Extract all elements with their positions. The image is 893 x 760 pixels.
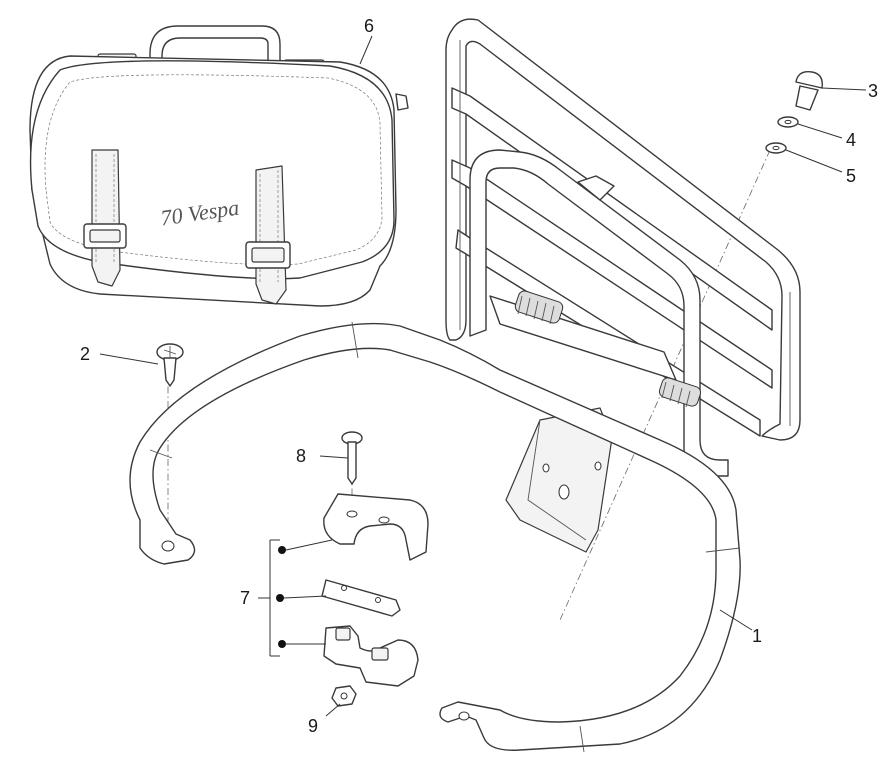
callout-2: 2: [80, 344, 159, 365]
callout-4: 4: [797, 123, 856, 150]
callout-9: 9: [308, 703, 341, 736]
svg-text:1: 1: [752, 626, 762, 646]
callout-5: 5: [785, 149, 856, 186]
callout-6: 6: [359, 16, 374, 65]
callout-7: 7: [240, 539, 333, 657]
rack-springs: [489, 290, 702, 408]
callout-3: 3: [821, 81, 878, 101]
rack-main-tube: [129, 321, 741, 753]
svg-text:9: 9: [308, 716, 318, 736]
svg-text:5: 5: [846, 166, 856, 186]
svg-text:6: 6: [364, 16, 374, 36]
svg-text:3: 3: [868, 81, 878, 101]
bolt-and-washers: [765, 71, 823, 154]
screw-8: [341, 431, 363, 485]
rear-rack: [129, 18, 801, 753]
screw-2: [156, 343, 184, 387]
svg-text:4: 4: [846, 130, 856, 150]
clamp-kit: [321, 493, 429, 707]
svg-text:8: 8: [296, 446, 306, 466]
svg-text:7: 7: [240, 588, 250, 608]
callout-1: 1: [719, 609, 762, 646]
svg-text:2: 2: [80, 344, 90, 364]
callout-8: 8: [296, 446, 349, 466]
rack-mounting-bracket: [505, 407, 613, 553]
saddle-bag: 70 Vespa: [29, 25, 409, 307]
